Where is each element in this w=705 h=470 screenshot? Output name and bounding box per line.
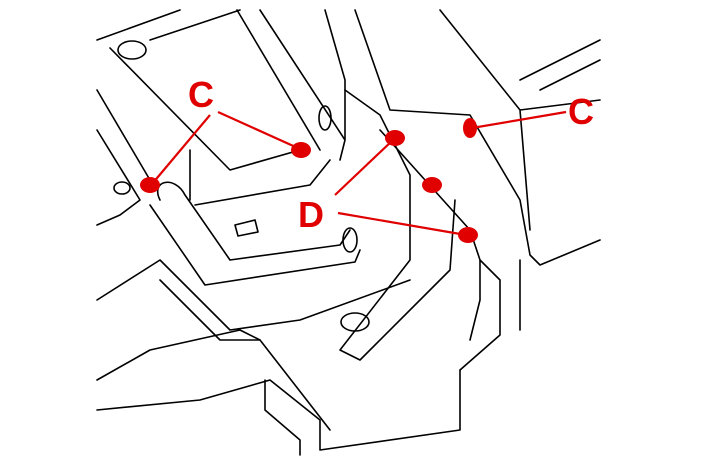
callout-label-c-right: C — [568, 91, 594, 132]
point-d-2 — [422, 177, 442, 193]
leader-d-2 — [337, 211, 467, 237]
leader-c-left-1 — [151, 114, 211, 185]
leader-d-1 — [334, 138, 395, 196]
callout-label-d: D — [298, 194, 324, 235]
point-d-1 — [385, 130, 405, 146]
point-d-3 — [458, 227, 478, 243]
point-c-1 — [140, 177, 160, 193]
leader-c-left-2 — [217, 110, 301, 151]
callout-label-c-left: C — [188, 74, 214, 115]
leader-c-right — [471, 110, 567, 130]
callout-points — [140, 118, 478, 243]
callout-leaders — [151, 110, 567, 237]
line-art — [96, 9, 601, 456]
point-c-2 — [291, 142, 311, 158]
point-c-3 — [463, 118, 477, 138]
